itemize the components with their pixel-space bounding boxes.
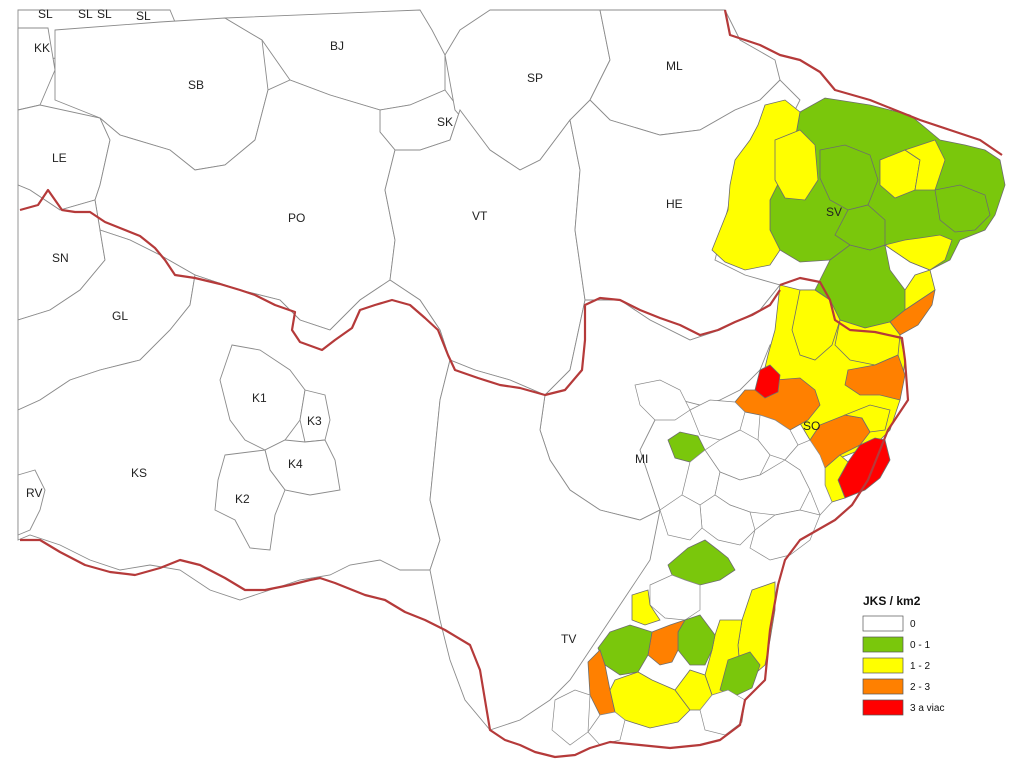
municipality bbox=[609, 671, 691, 729]
district-tv bbox=[429, 359, 661, 731]
legend-swatch-3 bbox=[862, 678, 904, 695]
label-k4: K4 bbox=[288, 457, 303, 471]
label-sl: SL bbox=[78, 7, 93, 21]
legend-swatch-4 bbox=[862, 699, 904, 716]
legend-label-4: 3 a viac bbox=[910, 703, 944, 714]
label-so: SO bbox=[803, 419, 820, 433]
label-bj: BJ bbox=[330, 39, 344, 53]
state-border bbox=[19, 9, 1003, 759]
legend-label-1: 0 - 1 bbox=[910, 640, 930, 651]
legend-label-3: 2 - 3 bbox=[910, 682, 930, 693]
label-sl: SL bbox=[97, 7, 112, 21]
municipality bbox=[719, 651, 761, 697]
label-he: HE bbox=[666, 197, 683, 211]
label-k3: K3 bbox=[307, 414, 322, 428]
label-le: LE bbox=[52, 151, 67, 165]
label-sv: SV bbox=[826, 205, 842, 219]
municipality bbox=[551, 689, 591, 746]
label-k2: K2 bbox=[235, 492, 250, 506]
label-gl: GL bbox=[112, 309, 128, 323]
municipality bbox=[659, 494, 703, 541]
municipality bbox=[774, 129, 819, 201]
label-vt: VT bbox=[472, 209, 488, 223]
legend-swatch-1 bbox=[862, 636, 904, 653]
district-rv bbox=[17, 469, 46, 536]
label-kk: KK bbox=[34, 41, 50, 55]
municipality bbox=[844, 354, 906, 401]
municipality bbox=[631, 589, 661, 626]
legend-label-2: 1 - 2 bbox=[910, 661, 930, 672]
district-mi-municipalities bbox=[634, 379, 833, 561]
district-k2 bbox=[214, 449, 286, 551]
municipality bbox=[667, 539, 736, 586]
district-labels: SL SL SL SL KK BJ SP ML SB SK LE PO VT H… bbox=[26, 7, 842, 646]
municipality bbox=[834, 204, 886, 251]
municipality bbox=[749, 509, 821, 561]
district-kk bbox=[17, 27, 56, 111]
district-so-municipalities bbox=[734, 284, 906, 503]
municipality bbox=[884, 234, 953, 271]
municipality bbox=[649, 574, 701, 621]
municipality bbox=[934, 184, 991, 233]
label-ml: ML bbox=[666, 59, 683, 73]
label-k1: K1 bbox=[252, 391, 267, 405]
district-tv-municipalities bbox=[551, 539, 776, 746]
label-mi: MI bbox=[635, 452, 648, 466]
legend: JKS / km2 0 0 - 1 1 - 2 2 - 3 3 a viac bbox=[862, 594, 944, 716]
municipality bbox=[784, 439, 833, 516]
municipality bbox=[587, 711, 626, 746]
label-sb: SB bbox=[188, 78, 204, 92]
district-sv-municipalities bbox=[711, 97, 1006, 336]
legend-title: JKS / km2 bbox=[863, 594, 921, 608]
municipality bbox=[647, 619, 686, 666]
municipality bbox=[634, 379, 691, 421]
label-sk: SK bbox=[437, 115, 453, 129]
municipality bbox=[843, 404, 891, 433]
label-sl: SL bbox=[38, 7, 53, 21]
label-rv: RV bbox=[26, 486, 42, 500]
label-sp: SP bbox=[527, 71, 543, 85]
label-tv: TV bbox=[561, 632, 576, 646]
label-sl: SL bbox=[136, 9, 151, 23]
municipality bbox=[597, 624, 653, 676]
label-sn: SN bbox=[52, 251, 69, 265]
municipality bbox=[754, 364, 781, 399]
municipality bbox=[689, 399, 746, 441]
legend-label-0: 0 bbox=[910, 619, 916, 630]
municipality bbox=[791, 289, 841, 361]
label-ks: KS bbox=[131, 466, 147, 480]
legend-swatch-0 bbox=[862, 615, 904, 632]
legend-swatch-2 bbox=[862, 657, 904, 674]
label-po: PO bbox=[288, 211, 305, 225]
